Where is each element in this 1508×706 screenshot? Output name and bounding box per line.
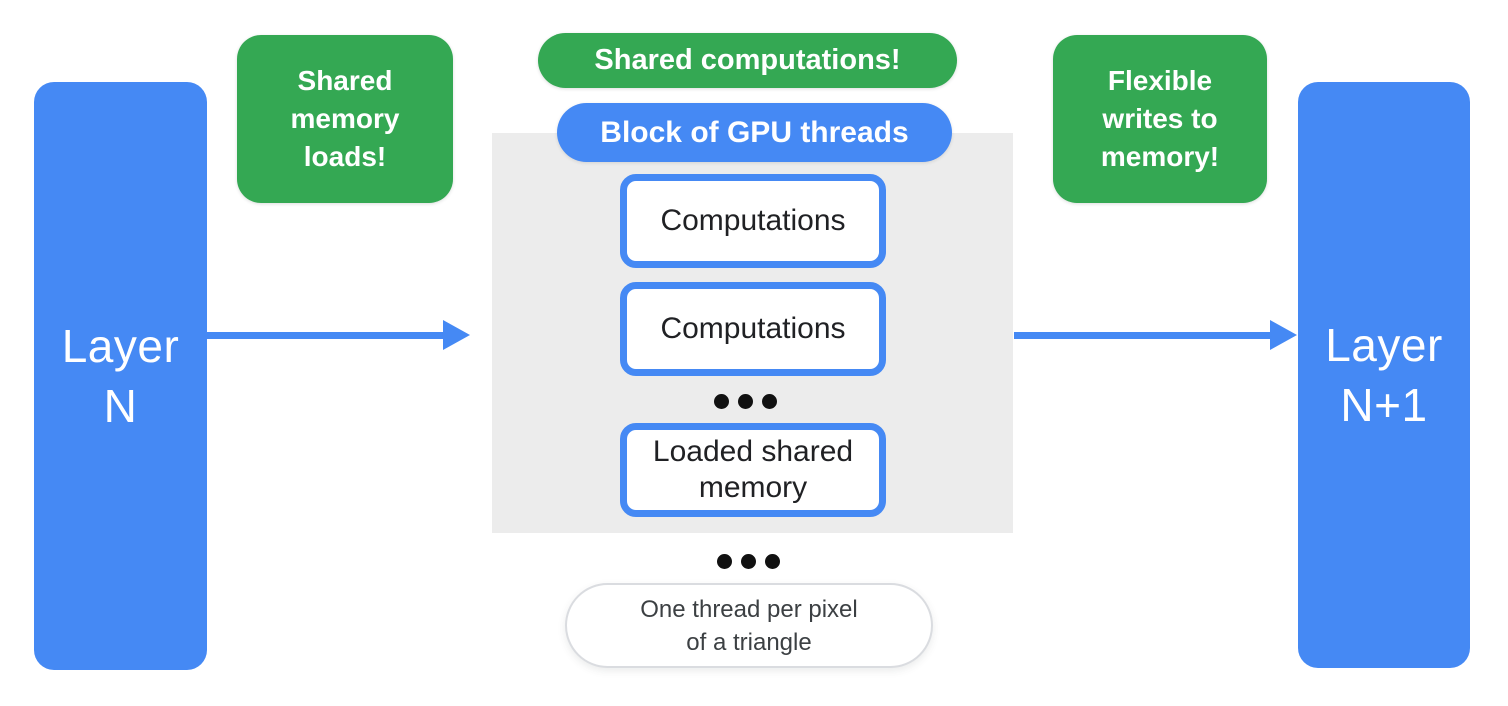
note-center-label: Shared computations!	[594, 44, 901, 76]
note-shared-computations: Shared computations!	[538, 33, 957, 88]
note-right-line1: Flexible	[1107, 65, 1213, 96]
loaded-shared-memory-line2: memory	[698, 471, 808, 504]
note-right-line3: memory!	[1100, 141, 1220, 172]
arrowhead-right-icon	[1270, 320, 1297, 350]
caption-line2: of a triangle	[686, 628, 812, 656]
layer-n-label-line2: N	[103, 380, 138, 432]
dot-icon	[741, 554, 756, 569]
computations-box-1: Computations	[620, 174, 886, 268]
dot-icon	[714, 394, 729, 409]
loaded-shared-memory-line1: Loaded shared	[652, 435, 854, 468]
arrow-left	[206, 332, 446, 339]
caption-line1: One thread per pixel	[640, 595, 858, 623]
layer-n-plus-1-box: Layer N+1	[1298, 82, 1470, 668]
arrowhead-left-icon	[443, 320, 470, 350]
note-left-line1: Shared	[297, 65, 393, 96]
computations-box-2-label: Computations	[660, 312, 846, 345]
dot-icon	[762, 394, 777, 409]
layer-n-plus-1-label-line2: N+1	[1340, 379, 1428, 431]
note-shared-memory-loads: Shared memory loads!	[237, 35, 453, 203]
computations-box-1-label: Computations	[660, 204, 846, 237]
layer-n-plus-1-label-line1: Layer	[1325, 319, 1443, 371]
dot-icon	[765, 554, 780, 569]
arrow-right	[1014, 332, 1272, 339]
note-left-line3: loads!	[303, 141, 387, 172]
dot-icon	[738, 394, 753, 409]
dot-icon	[717, 554, 732, 569]
ellipsis-dots-inside	[714, 394, 777, 409]
computations-box-2: Computations	[620, 282, 886, 376]
ellipsis-dots-below	[717, 554, 780, 569]
caption-one-thread-per-pixel: One thread per pixel of a triangle	[565, 583, 933, 668]
note-left-line2: memory	[290, 103, 400, 134]
note-flexible-writes: Flexible writes to memory!	[1053, 35, 1267, 203]
layer-n-label-line1: Layer	[61, 320, 180, 372]
loaded-shared-memory-box: Loaded shared memory	[620, 423, 886, 517]
gpu-block-title-pill: Block of GPU threads	[557, 103, 952, 162]
note-right-line2: writes to	[1102, 103, 1218, 134]
layer-n-box: Layer N	[34, 82, 207, 670]
gpu-block-title-label: Block of GPU threads	[600, 115, 909, 149]
